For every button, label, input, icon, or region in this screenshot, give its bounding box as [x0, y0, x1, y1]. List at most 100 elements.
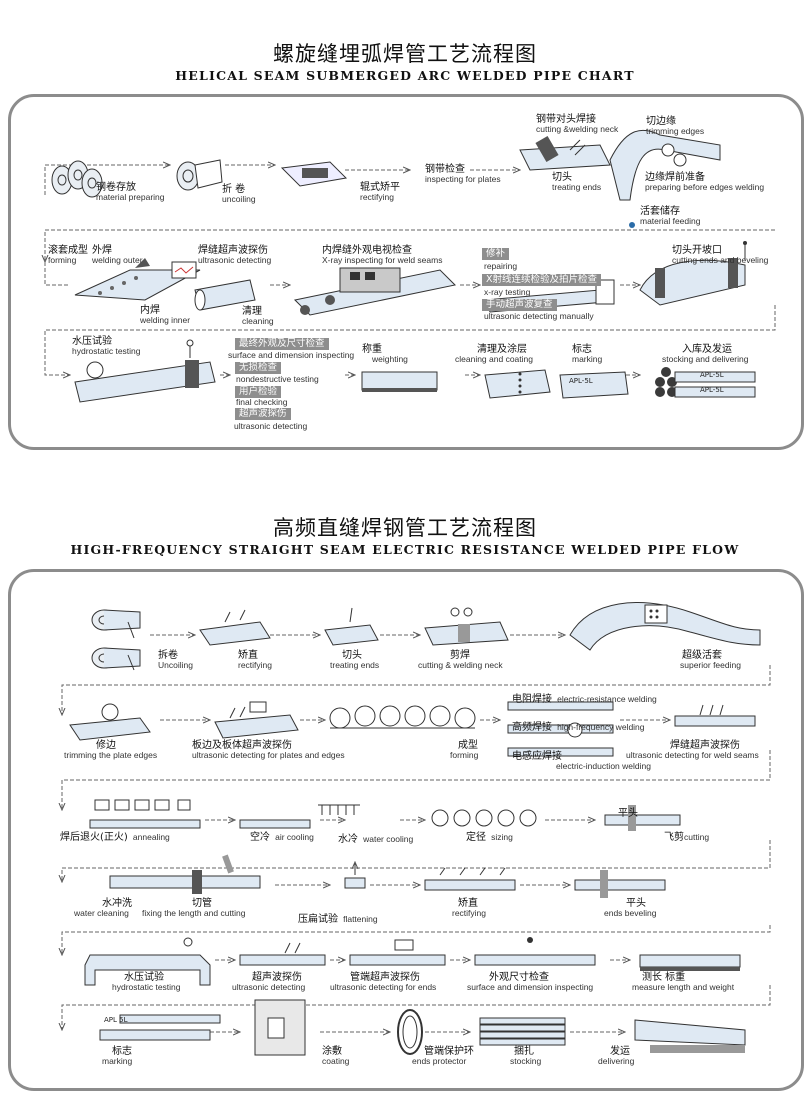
bundle-drawing	[479, 1017, 566, 1046]
superior-feeding-drawing	[569, 602, 761, 651]
annealing-drawing	[89, 799, 201, 829]
ultrasonic-2-drawing	[239, 942, 326, 966]
trimming-edges-drawing	[69, 703, 151, 741]
step2-high-frequency: 高频焊接 high-frequency welding	[512, 722, 645, 733]
tag-final-inspecting: 最终外观及尺寸检查	[235, 338, 329, 350]
tag-ultrasonic: 超声波探伤	[235, 408, 291, 420]
step-ultrasonic-manual: ultrasonic detecting manually	[484, 311, 594, 321]
weighing-drawing	[361, 371, 438, 392]
rectifying-drawing	[199, 609, 271, 646]
forming-rolls-drawing	[329, 705, 476, 729]
seam-ultrasonic-drawing	[674, 704, 756, 727]
pipe-stack-drawing	[655, 367, 756, 398]
weighing-2-drawing	[639, 954, 741, 971]
plate-ultrasonic-drawing	[214, 701, 299, 739]
coating-drawing	[484, 369, 551, 399]
tag-final-checking: 用户检验	[235, 386, 282, 398]
uncoiler-drawing	[176, 159, 223, 191]
sizing-drawing	[431, 809, 537, 827]
forming-welding-drawing	[74, 258, 256, 311]
treating-ends-drawing	[324, 607, 379, 646]
step2-annealing: 焊后退火(正火) annealing	[60, 832, 170, 843]
step-nondestructive: nondestructive testing	[236, 374, 319, 384]
step2-air-cooling: 空冷 air cooling	[250, 832, 314, 843]
end-beveling-2-drawing	[574, 870, 666, 898]
leveler-drawing	[280, 161, 348, 187]
chart2-title-cn: 高频直缝焊钢管工艺流程图	[273, 516, 537, 540]
chart1-flow-lines	[45, 165, 776, 375]
flying-cut-drawing	[604, 805, 681, 831]
coating-booth-drawing	[254, 999, 306, 1056]
surface-inspect-drawing	[474, 937, 596, 966]
chart2-panel	[8, 569, 804, 1091]
step2-flattening: 压扁试验 flattening	[298, 914, 378, 925]
tag-repairing: 修补	[482, 248, 510, 260]
xray-inspection-drawing	[293, 267, 457, 316]
step-final-checking: final checking	[236, 397, 288, 407]
step-ultrasonic-final: ultrasonic detecting	[234, 421, 308, 431]
welding-neck-drawing	[519, 135, 611, 171]
step2-electric-resistance: 电阻焊接 electric-resistance welding	[512, 694, 657, 705]
chart2-flow-lines	[62, 635, 771, 1032]
marking-2-drawing	[99, 1014, 221, 1041]
flattening-drawing	[344, 862, 366, 889]
step-xray-testing: x-ray testing	[484, 287, 531, 297]
step2-sizing: 定径 sizing	[466, 832, 513, 843]
end-beveling-drawing	[639, 241, 747, 306]
tag-ultrasonic-manual: 手动超声波复查	[482, 299, 557, 311]
cooling-drawing	[239, 804, 360, 829]
chart1-title-en: HELICAL SEAM SUBMERGED ARC WELDED PIPE C…	[175, 68, 635, 83]
chart2-title-en: HIGH-FREQUENCY STRAIGHT SEAM ELECTRIC RE…	[70, 542, 740, 557]
chart1-title-cn: 螺旋缝埋弧焊管工艺流程图	[273, 42, 537, 66]
protector-ring-drawing	[397, 1009, 423, 1055]
step2-water-cooling: 水冷 water cooling	[338, 834, 414, 845]
cutting-welding-neck-drawing	[424, 607, 509, 646]
marking-label: APL-5L	[569, 377, 593, 385]
stock-mark-2: APL-5L	[700, 386, 724, 394]
delivery-drawing	[634, 1019, 746, 1053]
edge-trimmer-drawing	[609, 129, 721, 228]
stock-mark-1: APL-5L	[700, 371, 724, 379]
hydrostatic-test-drawing	[74, 339, 216, 403]
tag-xray-testing: X射线连续检验及拍片检查	[482, 274, 602, 286]
marked-pipe-drawing	[559, 371, 629, 399]
tag-nondestructive: 无损检查	[235, 362, 282, 374]
